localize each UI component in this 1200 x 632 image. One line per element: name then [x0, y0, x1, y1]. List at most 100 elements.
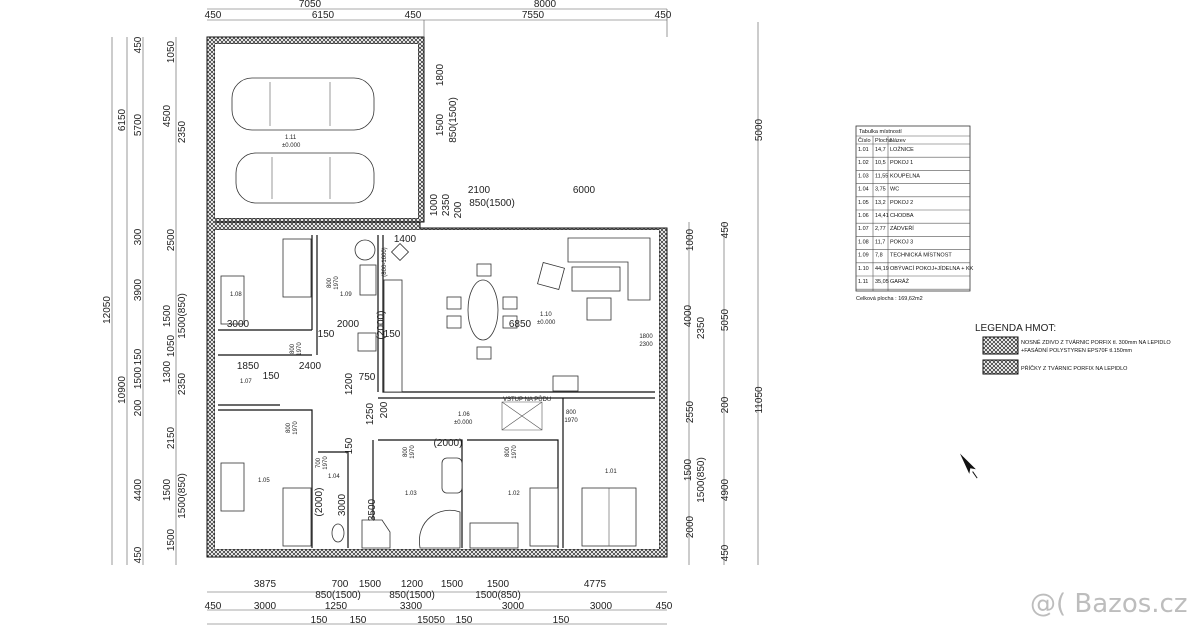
- table-cell-area: 14,7: [875, 147, 886, 153]
- dimension-inner: 2000: [337, 319, 360, 330]
- table-cell-area: 44,19: [875, 266, 889, 272]
- dimension-top: 7050: [299, 0, 322, 10]
- dimension-left: 10900: [117, 376, 128, 404]
- table-cell-number: 1.04: [858, 187, 869, 193]
- legend-swatch-partition: [982, 359, 1019, 375]
- dimension-inner: 150: [344, 437, 355, 454]
- dimension-bottom: 700: [332, 579, 349, 590]
- dimension-right: 4000: [683, 304, 694, 327]
- dimension-left: 1050: [166, 40, 177, 63]
- dimension-inner: (2000): [434, 438, 463, 449]
- table-cell-name: ZÁDVEŘÍ: [890, 224, 914, 232]
- dimension-bottom: 850(1500): [315, 590, 361, 601]
- dimension-inner: 6000: [573, 185, 596, 196]
- dimension-right: 1000: [685, 228, 696, 251]
- dimension-top: 7550: [522, 10, 545, 21]
- dimension-inner: 800: [286, 422, 292, 433]
- dimension-top: 450: [655, 10, 672, 21]
- dimension-inner: 800: [403, 446, 409, 457]
- dimension-left: 6150: [117, 108, 128, 131]
- dimension-left: 450: [133, 36, 144, 53]
- room-number-107: 1.07: [240, 379, 252, 385]
- dimension-bottom: 1250: [325, 601, 348, 612]
- room-number-104: 1.04: [328, 474, 340, 480]
- dimension-inner: 1970: [564, 418, 578, 424]
- dimension-bottom: 150: [553, 615, 570, 626]
- bedroom-furniture: [220, 238, 637, 549]
- dimension-left: 2150: [166, 426, 177, 449]
- dimension-inner: 200: [453, 201, 464, 218]
- dimension-bottom: 1500(850): [475, 590, 521, 601]
- dimension-bottom: 3000: [590, 601, 613, 612]
- col-header-name: Název: [890, 138, 906, 144]
- dimension-left: 1500(850): [177, 473, 188, 519]
- legend-item-1: NOSNÉ ZDIVO Z TVÁRNIC PORFIX tl. 300mm N…: [1021, 339, 1171, 346]
- dimension-inner: 700: [316, 457, 322, 468]
- dimension-inner: 1850: [237, 361, 260, 372]
- table-cell-area: 13,2: [875, 200, 886, 206]
- dimension-inner: 2350: [441, 193, 452, 216]
- col-header-area: Plocha: [875, 138, 893, 144]
- car-icon: [231, 77, 375, 131]
- dimension-inner: 800: [566, 410, 577, 416]
- dimension-left: 3900: [133, 278, 144, 301]
- dimension-bottom: 1200: [401, 579, 424, 590]
- living-room-furniture: [383, 237, 651, 393]
- dimension-left: 1500: [162, 304, 173, 327]
- dimension-inner: 1970: [410, 445, 416, 459]
- dimension-right: 2000: [685, 515, 696, 538]
- room-number-garage: 1.11: [285, 135, 297, 141]
- dining-table: [467, 279, 499, 341]
- dimension-left: 150: [133, 348, 144, 365]
- dimension-left: 450: [133, 546, 144, 563]
- dimension-lines: [111, 8, 759, 625]
- dimension-bottom: 150: [456, 615, 473, 626]
- room-level-garage: ±0.000: [282, 143, 301, 149]
- dimension-left: 1300: [162, 360, 173, 383]
- dimension-right: 4900: [720, 478, 731, 501]
- dimension-top: 6150: [312, 10, 335, 21]
- dimension-right: 11050: [754, 386, 765, 414]
- dimension-left: 300: [133, 228, 144, 245]
- dimension-inner: 150: [263, 371, 280, 382]
- dimension-inner: 1800: [435, 63, 446, 86]
- sofa: [567, 237, 651, 301]
- dimension-top: 450: [205, 10, 222, 21]
- dimension-right: 1500: [683, 458, 694, 481]
- room-table-total: Celková plocha : 169,62m2: [856, 296, 923, 302]
- dimension-inner: 800: [290, 343, 296, 354]
- dimension-inner: 1970: [512, 445, 518, 459]
- dimension-left: 1500: [166, 528, 177, 551]
- dimension-bottom: 1500: [487, 579, 510, 590]
- table-cell-area: 10,5: [875, 160, 886, 166]
- dimension-left: 2350: [177, 120, 188, 143]
- dimension-inner: 1000: [429, 193, 440, 216]
- dimension-left: 2350: [177, 372, 188, 395]
- dimension-inner: (800-1600): [382, 247, 388, 276]
- dimension-right: 450: [720, 544, 731, 561]
- legend-item-2: PŘÍČKY Z TVÁRNIC PORFIX NA LEPIDLO: [1021, 364, 1128, 372]
- table-cell-name: POKOJ 2: [890, 200, 913, 206]
- table-cell-number: 1.01: [858, 147, 869, 153]
- kitchen-counter: [383, 279, 403, 393]
- dimension-right: 5000: [754, 118, 765, 141]
- dimension-right: 2350: [696, 316, 707, 339]
- dimension-inner: 850(1500): [448, 97, 459, 143]
- room-number-102: 1.02: [508, 491, 520, 497]
- table-cell-area: 3,75: [875, 187, 886, 193]
- dimension-inner: 2400: [299, 361, 322, 372]
- dimension-inner: 200: [379, 401, 390, 418]
- room-number-103: 1.03: [405, 491, 417, 497]
- room-table: Tabulka místností Číslo Plocha Název Cel…: [855, 125, 974, 302]
- dimension-right: 450: [720, 221, 731, 238]
- table-cell-name: WC: [890, 187, 899, 193]
- dimension-inner: 3000: [337, 493, 348, 516]
- car-icon: [235, 152, 375, 204]
- dimension-inner: 1200: [344, 372, 355, 395]
- dimension-right: 5050: [720, 308, 731, 331]
- table-cell-name: GARÁŽ: [890, 277, 910, 285]
- interior-walls: [215, 221, 655, 548]
- legend-title: LEGENDA HMOT:: [975, 323, 1056, 334]
